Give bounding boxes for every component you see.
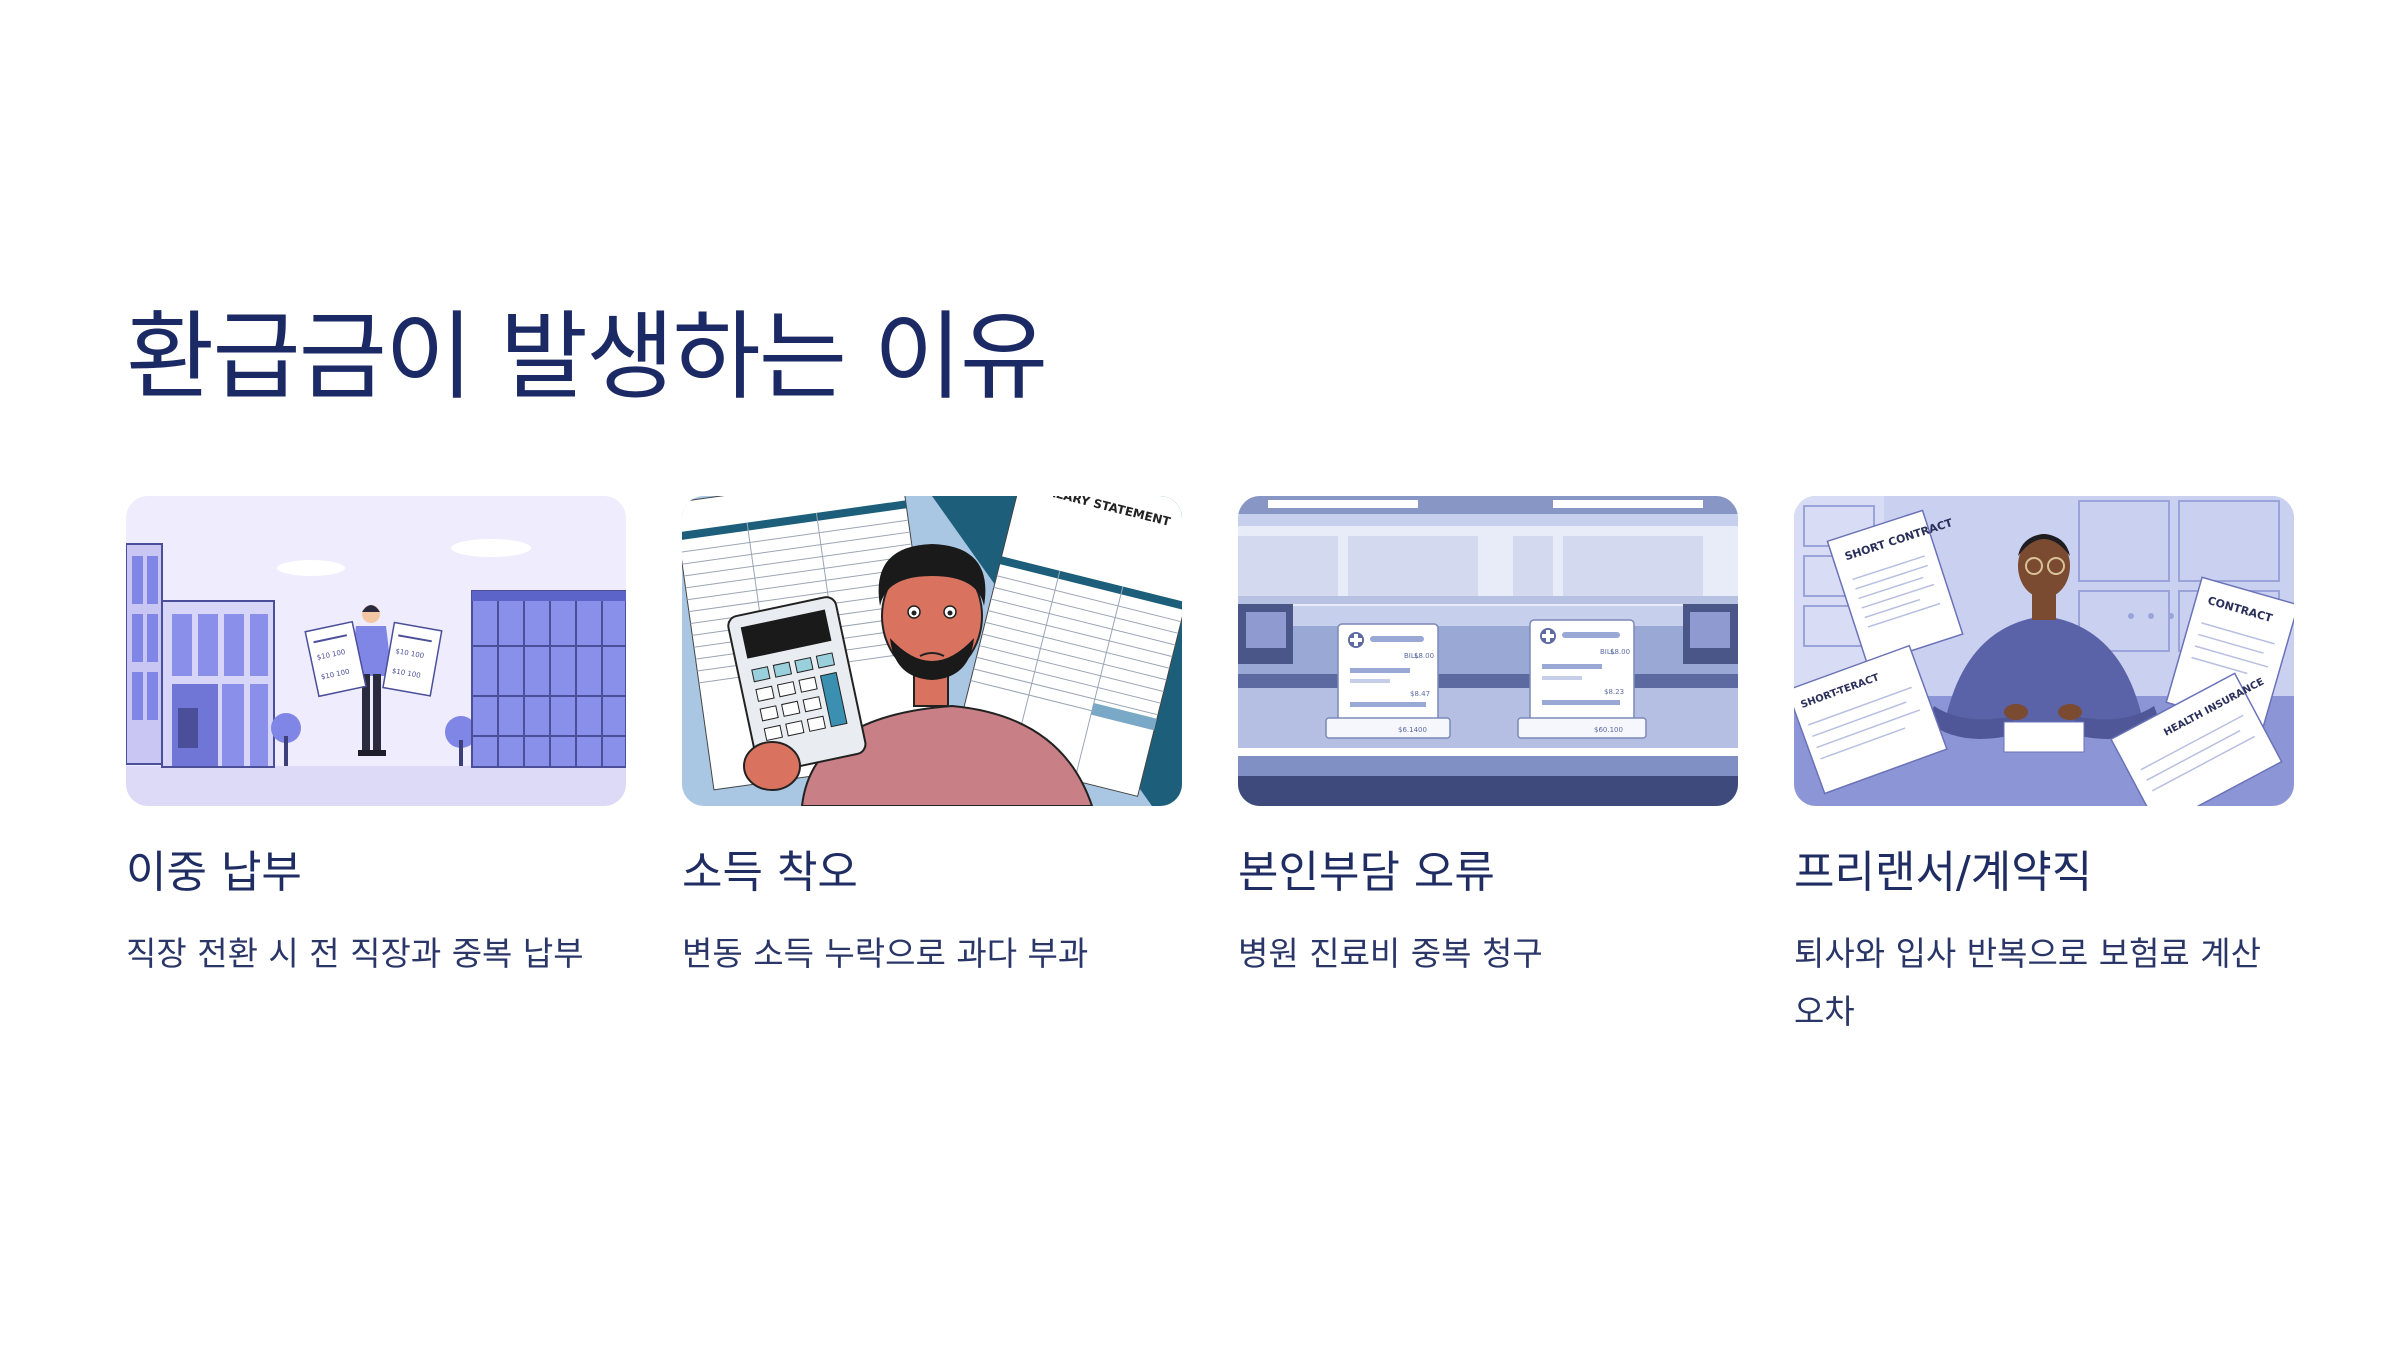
reason-card-income-error: SALARY STATEMENT <box>682 496 1182 983</box>
worried-man-calculator-image: SALARY STATEMENT <box>682 496 1182 806</box>
office-buildings-person-documents-image: $10 100 $10 100 $10 100 $10 100 <box>126 496 626 806</box>
reason-card-freelancer: SHORT CONTRACT SHORT-TERACT <box>1794 496 2294 1041</box>
card-title-income-error: 소득 착오 <box>682 847 858 898</box>
bill-left-amount-2: $8.47 <box>1410 690 1430 698</box>
income-error-illustration: SALARY STATEMENT <box>682 496 1182 806</box>
reason-card-copay-error: BILL $8.00 $8.47 $6.1400 BILL <box>1238 496 1738 983</box>
double-payment-illustration: $10 100 $10 100 $10 100 $10 100 <box>126 496 626 806</box>
card-title-freelancer: 프리랜서/계약직 <box>1794 847 2093 898</box>
card-title-copay-error: 본인부담 오류 <box>1238 847 1495 898</box>
card-description-copay-error: 병원 진료비 중복 청구 <box>1238 934 1543 974</box>
page-title: 환급금이 발생하는 이유 <box>126 301 1048 413</box>
card-title-double-payment: 이중 납부 <box>126 847 302 898</box>
bill-right-amount-1: $8.00 <box>1610 648 1630 656</box>
card-description-income-error: 변동 소득 누락으로 과다 부과 <box>682 934 1089 974</box>
man-with-contracts-image: SHORT CONTRACT SHORT-TERACT <box>1794 496 2294 806</box>
hospital-counter-bills-image: BILL $8.00 $8.47 $6.1400 BILL <box>1238 496 1738 806</box>
bill-left-amount-1: $8.00 <box>1414 652 1434 660</box>
bill-left-label: BILL <box>1404 652 1419 660</box>
card-description-freelancer: 퇴사와 입사 반복으로 보험료 계산 오차 <box>1794 934 2261 1032</box>
freelancer-illustration: SHORT CONTRACT SHORT-TERACT <box>1794 496 2294 806</box>
reasons-card-grid: $10 100 $10 100 $10 100 $10 100 이중 납부 직장… <box>126 496 2294 1056</box>
bill-right-amount-3: $60.100 <box>1594 726 1623 734</box>
bill-right-label: BILL <box>1600 648 1615 656</box>
card-description-double-payment: 직장 전환 시 전 직장과 중복 납부 <box>126 934 584 974</box>
bill-left-amount-3: $6.1400 <box>1398 726 1427 734</box>
copay-error-illustration: BILL $8.00 $8.47 $6.1400 BILL <box>1238 496 1738 806</box>
bill-right-amount-2: $8.23 <box>1604 688 1624 696</box>
reason-card-double-payment: $10 100 $10 100 $10 100 $10 100 이중 납부 직장… <box>126 496 626 983</box>
